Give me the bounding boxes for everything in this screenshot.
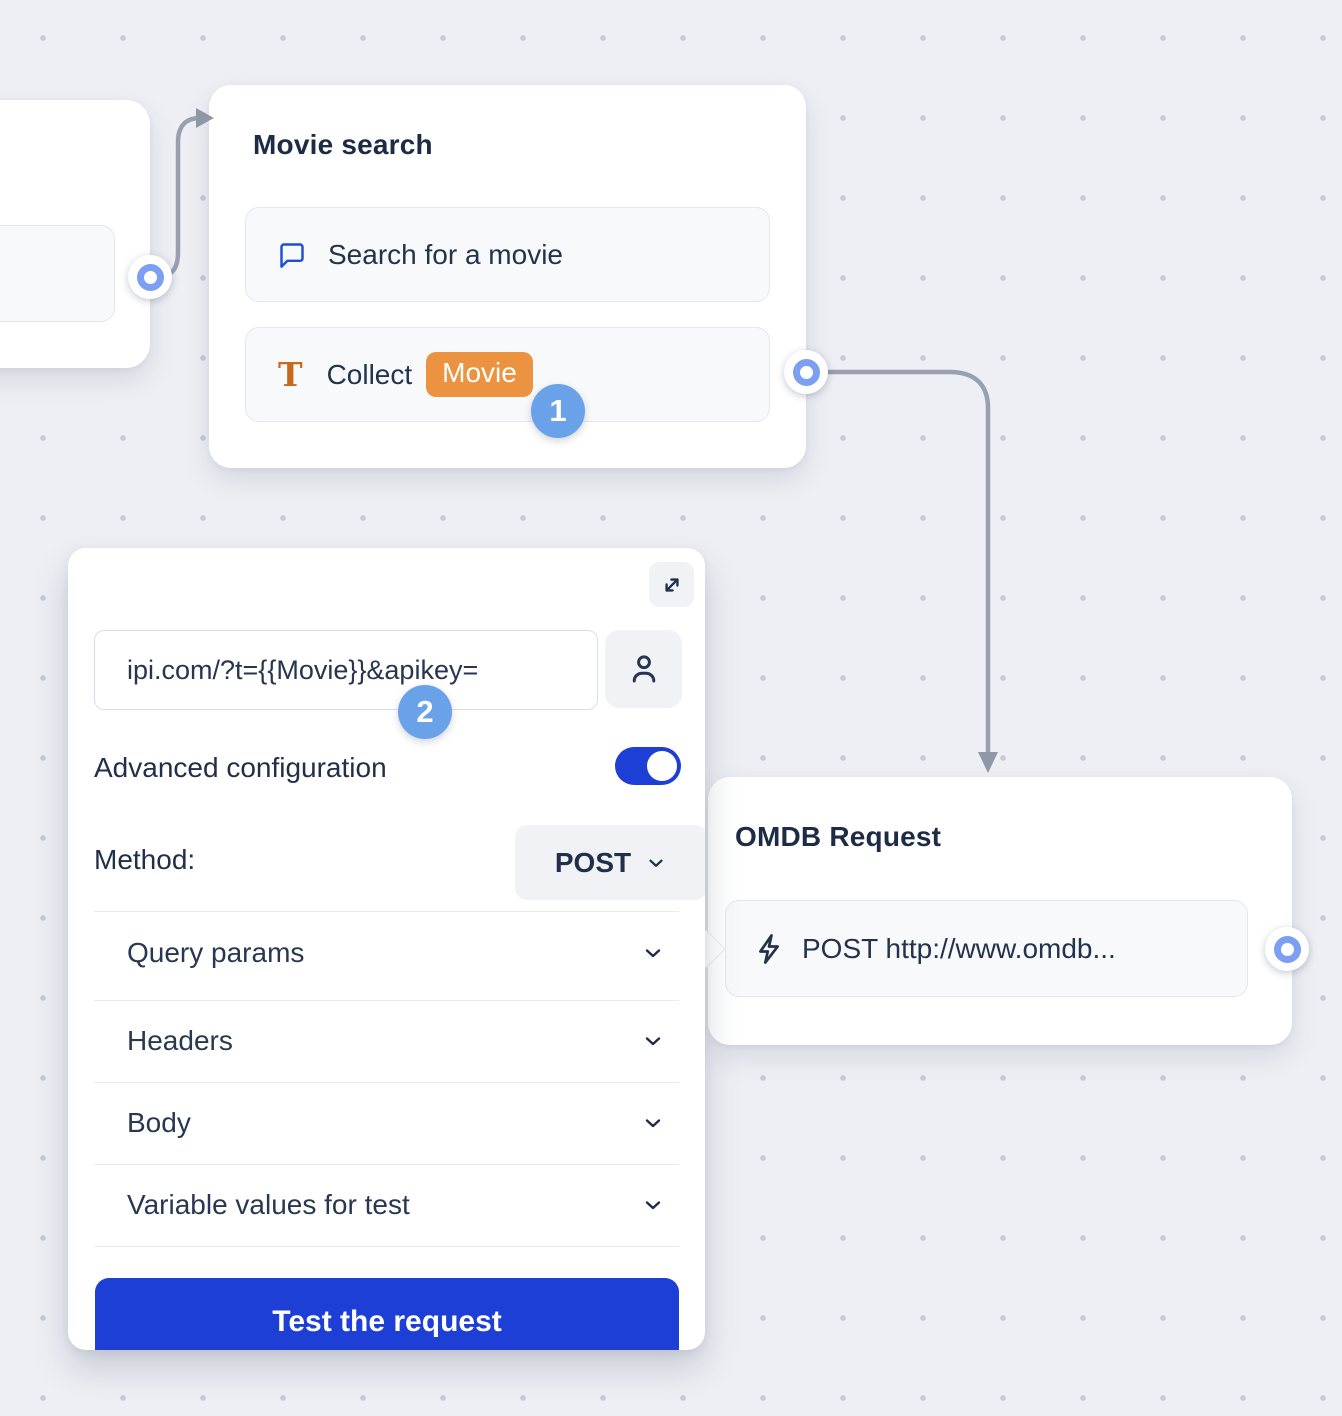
arrowhead-down-icon — [978, 752, 998, 773]
divider — [94, 1246, 679, 1247]
accordion-label: Body — [127, 1107, 191, 1138]
port-ring-icon — [136, 263, 164, 291]
previous-node-card[interactable] — [0, 100, 150, 368]
expand-icon — [659, 572, 685, 598]
previous-node-output-port[interactable] — [128, 255, 172, 299]
chevron-down-icon — [641, 1193, 665, 1217]
person-icon — [626, 651, 662, 687]
chevron-down-icon — [641, 941, 665, 965]
port-ring-icon — [792, 358, 820, 386]
divider — [94, 1000, 679, 1001]
node-title: Movie search — [253, 129, 433, 160]
expand-button[interactable] — [649, 562, 694, 607]
method-value: POST — [554, 846, 632, 878]
chevron-down-icon — [641, 1111, 665, 1135]
request-url-input[interactable] — [94, 630, 598, 710]
accordion-variable-values[interactable]: Variable values for test — [94, 1164, 679, 1246]
accordion-query-params[interactable]: Query params — [94, 912, 679, 994]
accordion-label: Headers — [127, 1025, 233, 1056]
movie-search-output-port[interactable] — [784, 350, 828, 394]
block-label: Search for a movie — [328, 238, 563, 270]
chat-bubble-icon — [278, 241, 306, 269]
webhook-config-panel[interactable]: Advanced configuration Method: POST Quer… — [68, 548, 705, 1350]
block-collect-movie[interactable]: T Collect Movie — [245, 327, 770, 422]
method-dropdown[interactable]: POST — [515, 825, 705, 900]
block-label: Collect — [326, 358, 413, 390]
node-title: OMDB Request — [735, 821, 942, 852]
accordion-headers[interactable]: Headers — [94, 1000, 679, 1082]
accordion-label: Query params — [127, 937, 305, 968]
block-omdb-post-request[interactable]: POST http://www.omdb... — [725, 900, 1248, 997]
omdb-request-node-card[interactable]: OMDB Request POST http://www.omdb... — [708, 777, 1292, 1045]
accordion-body[interactable]: Body — [94, 1082, 679, 1164]
movie-search-node-card[interactable]: Movie search Search for a movie T Collec… — [209, 85, 806, 468]
test-request-button[interactable]: Test the request — [95, 1278, 679, 1350]
accordion-label: Variable values for test — [127, 1189, 410, 1220]
chevron-down-icon — [645, 852, 667, 874]
divider — [94, 1164, 679, 1165]
chevron-down-icon — [641, 1029, 665, 1053]
connector-prev-to-movie-search — [149, 115, 203, 280]
lightning-icon — [754, 933, 784, 965]
variable-chip-movie[interactable]: Movie — [426, 352, 533, 397]
method-label: Method: — [94, 844, 196, 875]
connector-movie-search-to-omdb — [807, 369, 991, 755]
step-badge-1: 1 — [531, 384, 585, 438]
port-ring-icon — [1273, 935, 1301, 963]
divider — [94, 1082, 679, 1083]
block-label: POST http://www.omdb... — [802, 932, 1116, 964]
advanced-configuration-label: Advanced configuration — [94, 752, 387, 783]
step-badge-2: 2 — [398, 685, 452, 739]
text-input-icon: T — [278, 355, 303, 394]
advanced-configuration-toggle[interactable] — [615, 747, 681, 785]
previous-node-block[interactable] — [0, 225, 115, 322]
divider — [94, 911, 679, 912]
block-search-for-a-movie[interactable]: Search for a movie — [245, 207, 770, 302]
toggle-knob — [647, 751, 677, 781]
insert-variable-button[interactable] — [605, 630, 682, 708]
omdb-request-output-port[interactable] — [1265, 927, 1309, 971]
